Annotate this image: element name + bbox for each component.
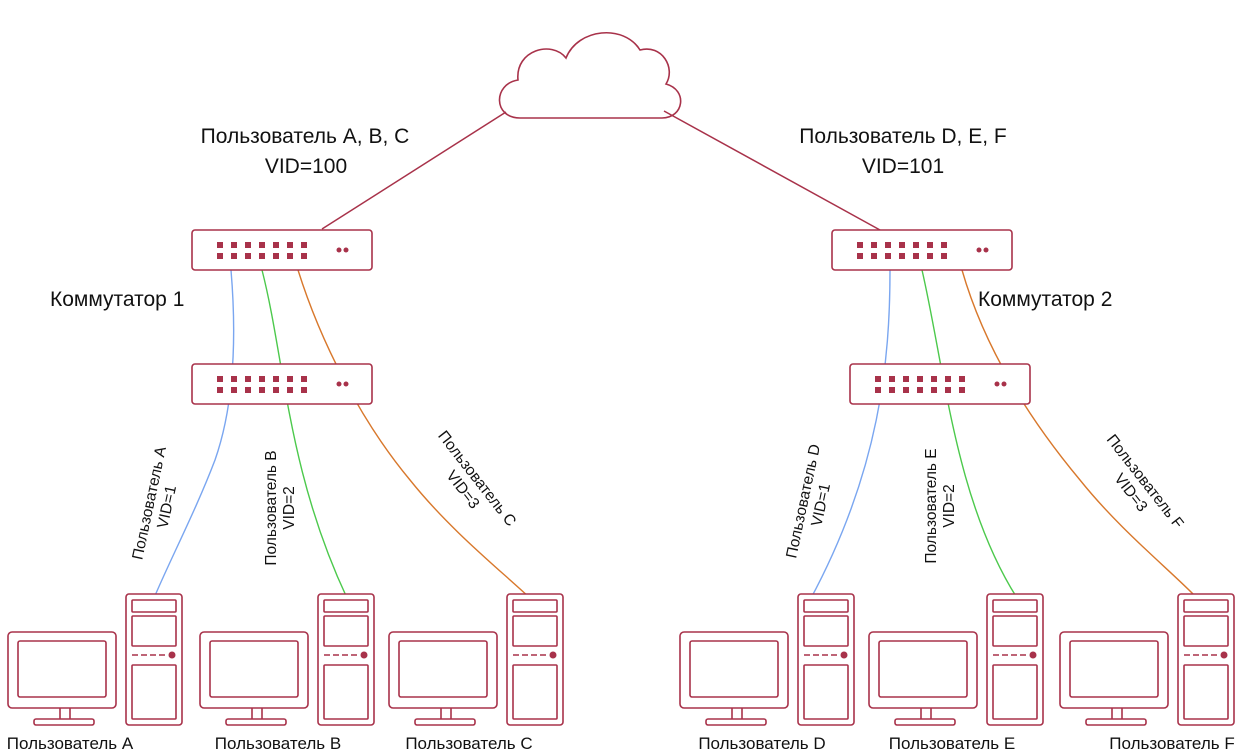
link-label-b: Пользователь B VID=2 [263, 450, 298, 565]
trunk-label-vid-right: VID=101 [862, 155, 944, 178]
workstation-label-d: Пользователь D [698, 734, 825, 753]
link-user-d [809, 269, 891, 601]
workstation-label-c: Пользователь C [405, 734, 532, 753]
workstation-label-a: Пользователь A [7, 734, 134, 753]
trunk-label-vid-left: VID=100 [265, 155, 347, 178]
workstation-label-b: Пользователь B [215, 734, 341, 753]
link-user-e [921, 269, 1018, 599]
link-label-e: Пользователь E VID=2 [923, 448, 958, 563]
link-label-d: Пользователь D VID=1 [783, 443, 834, 560]
switch-1-label: Коммутатор 1 [50, 288, 184, 311]
link-user-a [153, 269, 235, 599]
link-user-c [297, 269, 531, 599]
trunk-label-users-left: Пользователь A, B, C [201, 125, 410, 148]
link-label-c: Пользователь C VID=3 [434, 428, 519, 530]
workstation-label-f: Пользователь F [1109, 734, 1234, 753]
workstation-a [7, 593, 183, 726]
cloud-icon [498, 31, 682, 119]
workstation-e [868, 593, 1044, 726]
trunk-link-2 [663, 110, 881, 231]
link-label-a: Пользователь A VID=1 [129, 444, 180, 561]
workstation-label-e: Пользователь E [889, 734, 1015, 753]
svg-text:VID=2: VID=2 [941, 484, 958, 528]
switch-1 [191, 229, 373, 271]
switch-2-label: Коммутатор 2 [978, 288, 1112, 311]
trunk-label-users-right: Пользователь D, E, F [799, 125, 1006, 148]
link-user-b [261, 269, 348, 599]
trunk-link-1 [321, 111, 507, 230]
workstation-b [199, 593, 375, 726]
switch-2-lower [849, 363, 1031, 405]
workstation-d [679, 593, 855, 726]
link-label-f: Пользователь F VID=3 [1103, 431, 1187, 532]
switch-2 [831, 229, 1013, 271]
workstation-c [388, 593, 564, 726]
svg-text:Пользователь E: Пользователь E [923, 448, 940, 563]
svg-text:VID=2: VID=2 [281, 486, 298, 530]
switch-1-lower [191, 363, 373, 405]
link-user-f [961, 269, 1198, 599]
workstation-f [1059, 593, 1235, 726]
svg-text:Пользователь B: Пользователь B [263, 450, 280, 565]
